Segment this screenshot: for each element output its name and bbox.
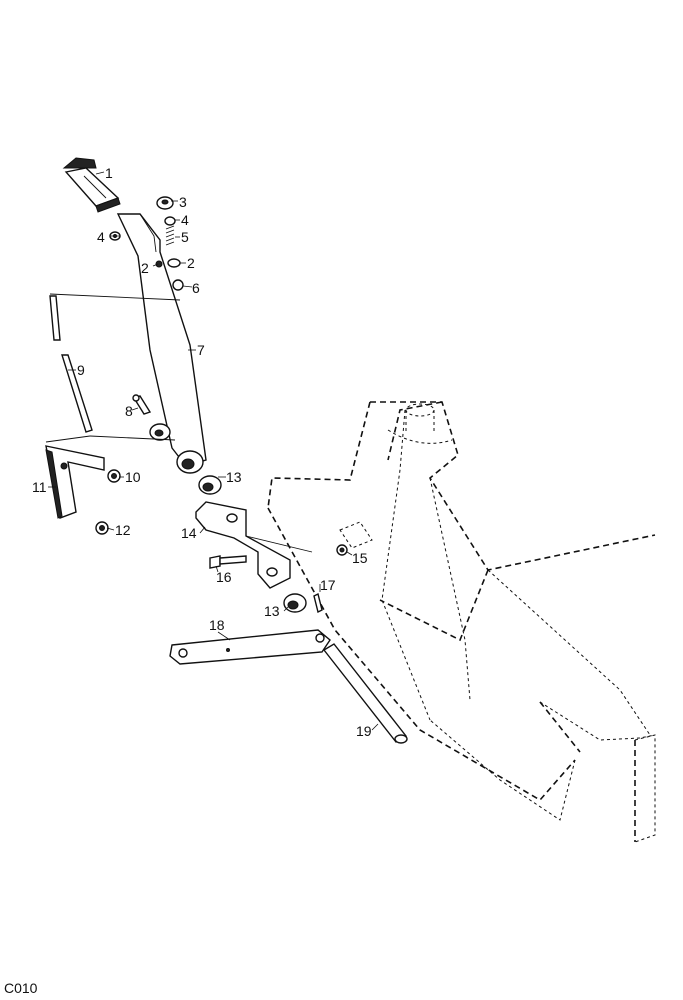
lock-washer [167, 258, 181, 268]
spring [165, 225, 175, 246]
bushing-upper [198, 475, 222, 495]
bolt-16 [209, 555, 247, 569]
clevis-pin [132, 394, 152, 415]
callout-10: 10 [125, 469, 141, 485]
pedal-lever-arm [116, 213, 207, 474]
nut-10-hole [111, 473, 117, 479]
callout-2-right: 2 [187, 255, 195, 271]
washer [164, 216, 176, 226]
callout-4-washer: 4 [181, 212, 189, 228]
callout-9: 9 [77, 362, 85, 378]
callout-14: 14 [181, 525, 197, 541]
nut-12-hole [99, 525, 105, 531]
callout-15: 15 [352, 550, 368, 566]
callout-2-left: 2 [141, 260, 149, 276]
callout-19: 19 [356, 723, 372, 739]
callout-7: 7 [197, 342, 205, 358]
callout-13-upper: 13 [226, 469, 242, 485]
callout-18: 18 [209, 617, 225, 633]
callout-6: 6 [192, 280, 200, 296]
link-bar [169, 629, 331, 665]
callout-12: 12 [115, 522, 131, 538]
figure-code: C010 [4, 980, 38, 996]
callout-3: 3 [179, 194, 187, 210]
callout-4-nut: 4 [97, 229, 105, 245]
cross-shaft [322, 643, 408, 744]
nut-15-hole [339, 547, 345, 553]
callout-labels: 1 3 4 5 4 2 2 6 7 9 8 13 10 11 12 14 15 … [32, 165, 372, 739]
nut [172, 279, 184, 291]
callout-5: 5 [181, 229, 189, 245]
callout-13-lower: 13 [264, 603, 280, 619]
push-rod [45, 293, 181, 443]
roll-pin [313, 592, 323, 614]
callout-16: 16 [216, 569, 232, 585]
housing-outline [267, 401, 656, 843]
callout-8: 8 [125, 403, 133, 419]
pedal-pad [62, 157, 121, 213]
bell-crank-bracket [45, 445, 105, 519]
callout-1: 1 [105, 165, 113, 181]
leader-lines [48, 171, 379, 731]
bushing-lower [283, 593, 307, 613]
callout-11: 11 [32, 479, 47, 495]
mounting-bracket [195, 501, 313, 589]
callout-17: 17 [320, 577, 336, 593]
